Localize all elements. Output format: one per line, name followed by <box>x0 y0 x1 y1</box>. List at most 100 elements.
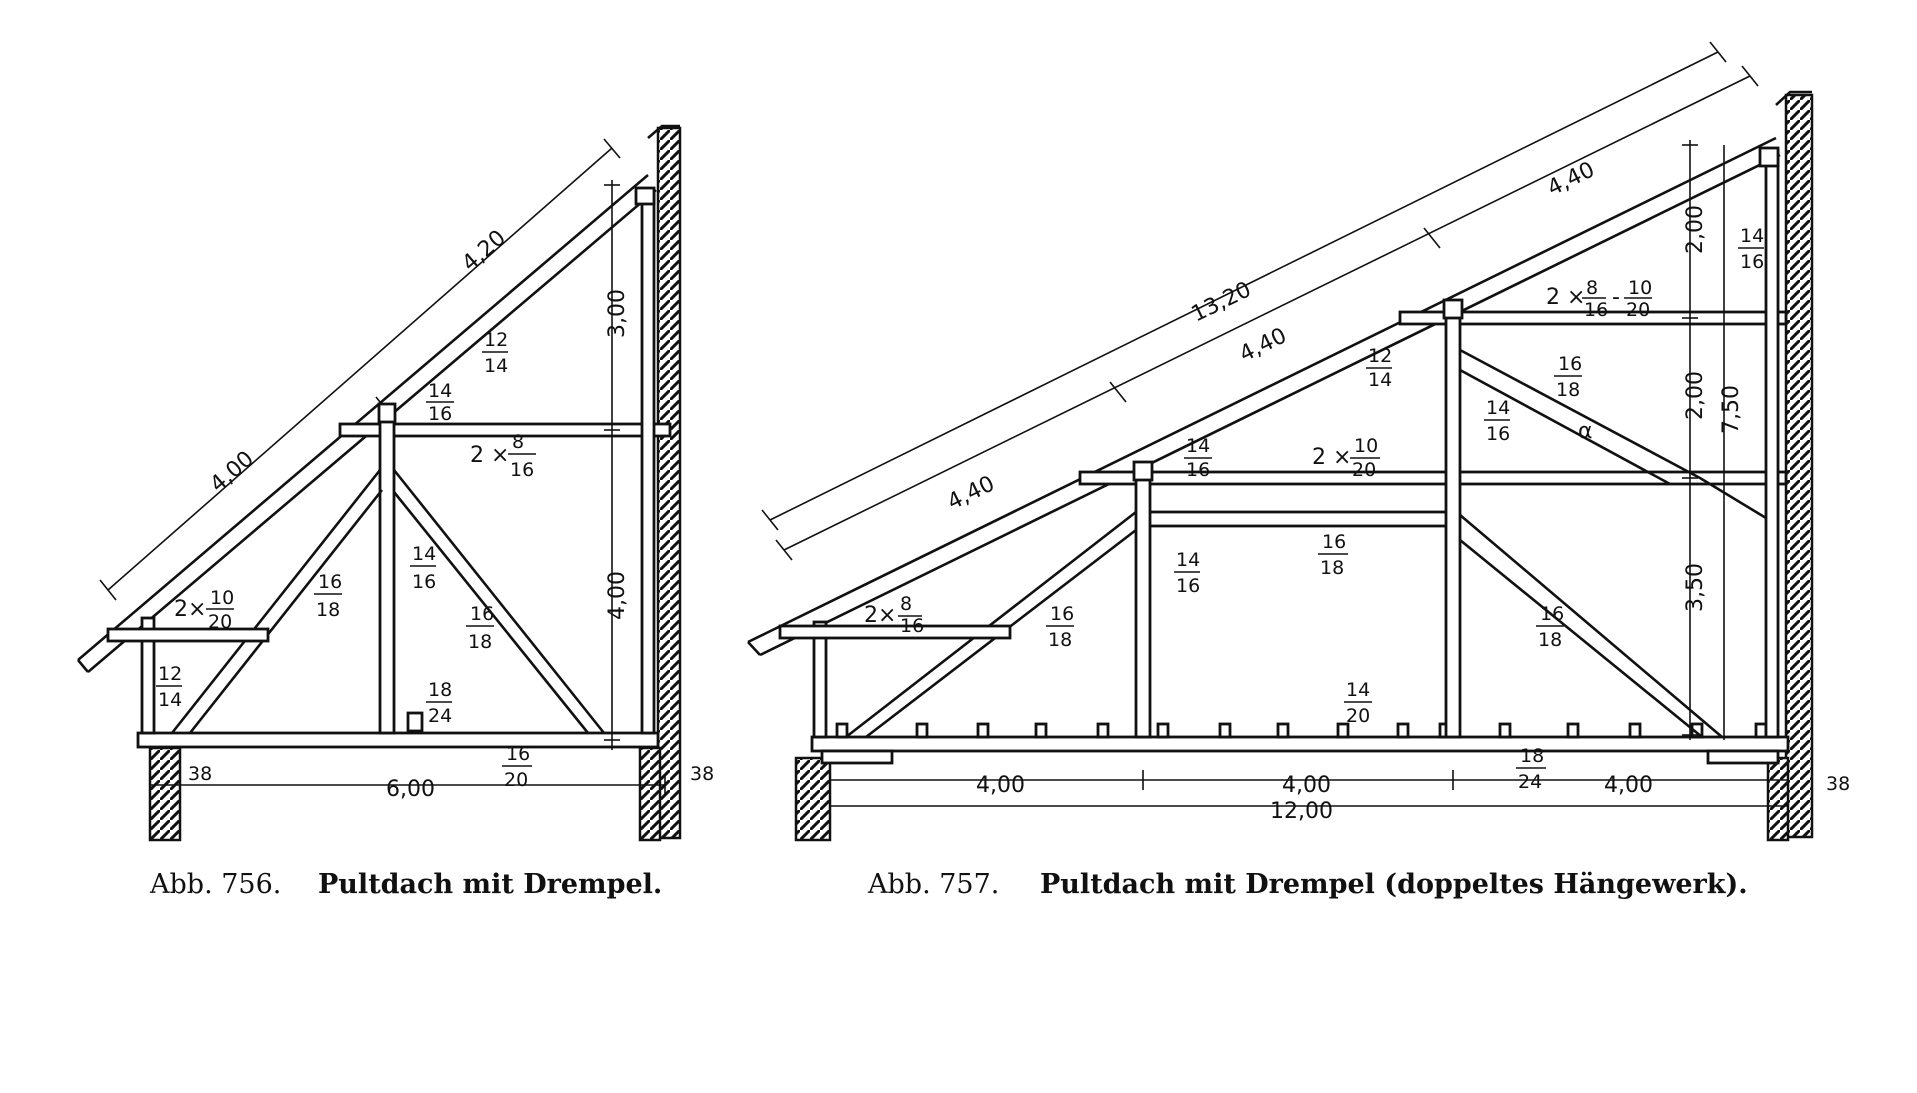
wall-cap <box>1775 90 1812 106</box>
svg-text:16: 16 <box>412 571 436 593</box>
svg-text:8: 8 <box>900 593 912 615</box>
block <box>406 711 424 733</box>
dim-rafter-2: 4,40 <box>1236 323 1291 367</box>
label-knee: 2× 10 20 <box>174 587 234 633</box>
svg-text:14: 14 <box>1486 397 1510 419</box>
label-strut-left: 16 18 <box>314 571 342 621</box>
label-king-post: 14 16 <box>410 543 436 593</box>
figure-757: 4,40 13,20 4,40 4,40 <box>747 41 1850 900</box>
height-dimension <box>604 180 620 750</box>
svg-text:18: 18 <box>1520 745 1544 767</box>
svg-text:20: 20 <box>1626 299 1650 321</box>
dim-height-lower: 4,00 <box>605 571 630 620</box>
caption-756-text: Pultdach mit Drempel. <box>318 869 662 900</box>
rafter-end <box>747 641 761 656</box>
label-strut-right: 16 18 <box>1536 603 1564 651</box>
rafter-dimension-total <box>761 41 1727 531</box>
bottom-beam <box>136 731 660 749</box>
right-wall-stub <box>1766 756 1790 842</box>
dim-h-total: 7,50 <box>1719 385 1744 434</box>
label-straining: 16 18 <box>1318 531 1348 579</box>
svg-text:16: 16 <box>1176 575 1200 597</box>
rafter <box>747 136 1781 657</box>
svg-text:12: 12 <box>1368 345 1392 367</box>
dim-h2: 2,00 <box>1683 371 1708 420</box>
svg-text:8: 8 <box>512 431 524 453</box>
svg-text:14: 14 <box>428 380 452 402</box>
label-post-right: 14 16 <box>1484 397 1510 445</box>
knee-post <box>812 620 828 739</box>
label-strut-right: 16 18 <box>466 603 494 653</box>
svg-text:8: 8 <box>1586 277 1598 299</box>
svg-text:16: 16 <box>506 743 530 765</box>
label-beam: 16 20 <box>502 743 532 791</box>
svg-text:20: 20 <box>208 611 232 633</box>
sole-plate-right <box>1706 749 1780 765</box>
label-mid-tie: 2 × 10 20 <box>1312 435 1380 481</box>
label-rafter: 12 14 <box>1366 345 1392 391</box>
svg-text:14: 14 <box>1176 549 1200 571</box>
svg-text:12: 12 <box>158 663 182 685</box>
svg-text:16: 16 <box>1322 531 1346 553</box>
wall-post <box>1764 148 1780 739</box>
svg-text:-: - <box>1612 285 1620 310</box>
svg-text:20: 20 <box>1346 705 1370 727</box>
svg-text:14: 14 <box>1740 225 1764 247</box>
dim-rafter-lower: 4,00 <box>206 447 259 498</box>
label-rafter: 12 14 <box>482 329 508 377</box>
label-beam: 18 24 <box>1516 745 1546 793</box>
svg-text:2×: 2× <box>864 603 896 628</box>
post-right <box>1444 306 1462 739</box>
svg-text:2 ×: 2 × <box>470 443 509 468</box>
caption-756-number: Abb. 756. <box>149 869 281 900</box>
label-top-tie: 2 × 8 16 - 10 20 <box>1546 277 1652 321</box>
svg-text:16: 16 <box>1558 353 1582 375</box>
svg-text:20: 20 <box>504 769 528 791</box>
span-dimension-parts <box>829 770 1789 790</box>
svg-text:18: 18 <box>468 631 492 653</box>
svg-text:16: 16 <box>470 603 494 625</box>
svg-text:10: 10 <box>1628 277 1652 299</box>
rafter-dimension <box>99 138 621 601</box>
svg-text:24: 24 <box>1518 771 1542 793</box>
svg-text:18: 18 <box>1320 557 1344 579</box>
svg-text:14: 14 <box>412 543 436 565</box>
svg-text:10: 10 <box>210 587 234 609</box>
svg-text:14: 14 <box>1346 679 1370 701</box>
joists <box>835 722 1768 739</box>
angle-alpha: α <box>1578 419 1593 444</box>
svg-text:16: 16 <box>1584 299 1608 321</box>
svg-text:24: 24 <box>428 705 452 727</box>
svg-text:14: 14 <box>1186 435 1210 457</box>
dim-span-2: 4,00 <box>1282 773 1331 798</box>
caption-757-number: Abb. 757. <box>867 869 999 900</box>
purlin-right <box>1442 298 1464 320</box>
purlin-block <box>377 402 397 424</box>
rafter-dimension-parts <box>775 65 1759 561</box>
svg-text:18: 18 <box>1538 629 1562 651</box>
strut-right <box>1459 514 1723 739</box>
king-post <box>378 408 396 735</box>
left-wall <box>148 746 182 842</box>
sole-plate-left <box>820 749 894 765</box>
right-wall-stub <box>638 746 662 842</box>
svg-text:10: 10 <box>1354 435 1378 457</box>
dim-span-total: 12,00 <box>1270 799 1333 824</box>
label-purlin: 14 16 <box>1184 435 1212 481</box>
strut-left <box>170 469 384 734</box>
purlin-left <box>1132 460 1154 482</box>
dim-wall-right: 38 <box>690 763 714 785</box>
mid-tie <box>1078 470 1788 486</box>
label-wall-post: 14 16 <box>1738 225 1764 273</box>
collar-tie <box>338 422 672 438</box>
brick-wall <box>1784 93 1814 839</box>
svg-text:18: 18 <box>316 599 340 621</box>
dim-h1: 2,00 <box>1683 205 1708 254</box>
svg-text:16: 16 <box>900 615 924 637</box>
label-wall-post: 12 14 <box>156 663 182 711</box>
label-strut-left: 16 18 <box>1046 603 1074 651</box>
dim-rafter-1: 4,40 <box>944 471 999 515</box>
rafter-end <box>77 659 89 673</box>
svg-text:12: 12 <box>484 329 508 351</box>
wall-cap <box>647 124 680 139</box>
